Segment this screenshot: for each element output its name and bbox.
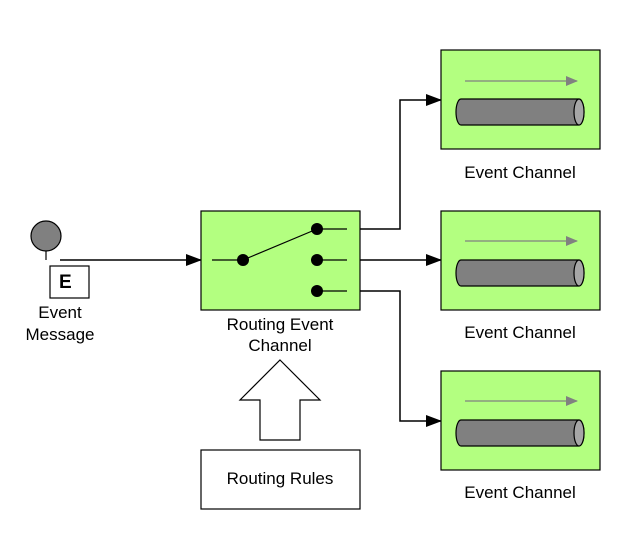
pipe-end-icon xyxy=(573,259,585,287)
router-label-line2: Channel xyxy=(248,336,311,355)
pipe-end-icon xyxy=(573,98,585,126)
event-message-label-line1: Event xyxy=(38,303,82,322)
event-message: E Event Message xyxy=(26,220,95,344)
channel-label: Event Channel xyxy=(464,163,576,182)
event-message-label-line2: Message xyxy=(26,325,95,344)
pipe-icon xyxy=(455,419,585,447)
event-channel-3: Event Channel xyxy=(440,370,601,502)
event-dot-icon xyxy=(30,220,62,252)
routing-rules-label: Routing Rules xyxy=(227,469,334,488)
channel-label: Event Channel xyxy=(464,323,576,342)
routing-rules: Routing Rules xyxy=(200,449,361,510)
router-to-channel-1-arrow xyxy=(360,94,442,230)
router-label-line1: Routing Event xyxy=(227,315,334,334)
rules-to-router-up-arrow-icon xyxy=(238,359,322,441)
event-envelope-box xyxy=(49,265,90,299)
switch-lever xyxy=(242,228,318,261)
channel-label: Event Channel xyxy=(464,483,576,502)
event-channel-1: Event Channel xyxy=(440,49,601,182)
pipe-icon xyxy=(455,98,585,126)
router-to-channel-3-arrow xyxy=(360,290,442,427)
routing-rules-box xyxy=(200,449,361,510)
pipe-end-icon xyxy=(573,419,585,447)
event-envelope-glyph: E xyxy=(59,272,72,293)
routing-event-channel: Routing Event Channel xyxy=(200,210,361,355)
pipe-icon xyxy=(455,259,585,287)
event-channel-2: Event Channel xyxy=(440,210,601,342)
